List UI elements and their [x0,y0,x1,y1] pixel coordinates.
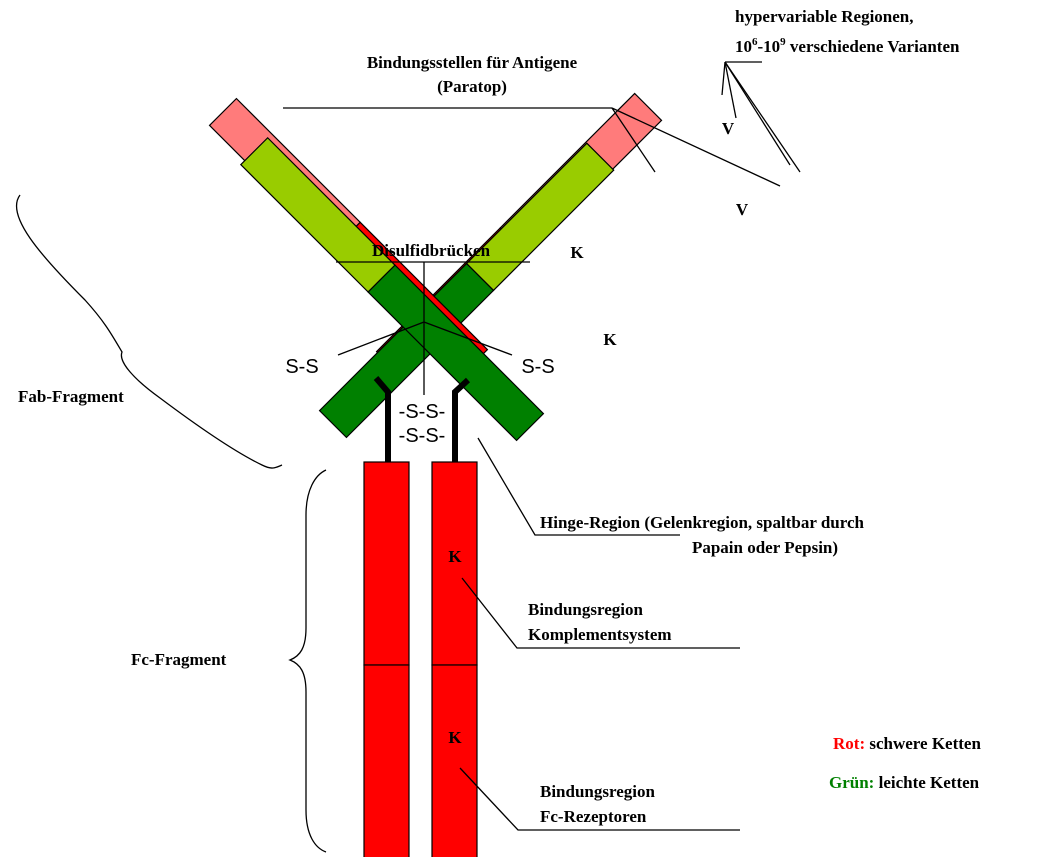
paratop-label-line2: (Paratop) [437,77,507,96]
legend-green-value: leichte Ketten [874,773,979,792]
legend-red: Rot: schwere Ketten [833,734,981,753]
fc-right-lower [432,665,477,857]
segment-v-right-light: V [736,200,749,219]
paratop-label-line1: Bindungsstellen für Antigene [367,53,578,72]
disulfid-label: Disulfidbrücken [372,241,491,260]
segment-k-right-heavy: K [570,243,584,262]
hypervariable-suffix: verschiedene Varianten [786,37,960,56]
segment-k-fc-lower: K [448,728,462,747]
hypervariable-mid: -10 [758,37,781,56]
fc-rezeptoren-label-line1: Bindungsregion [540,782,656,801]
hinge-right [455,380,468,463]
segment-k-fc-upper: K [448,547,462,566]
fc-left-upper [364,462,409,665]
legend-red-key: Rot: [833,734,865,753]
fc-left-lower [364,665,409,857]
fab-brace [16,195,282,468]
fab-fragment-label: Fab-Fragment [18,387,124,406]
left-light-variable [467,143,614,290]
paratop-leader [283,108,780,186]
komplement-label-line2: Komplementsystem [528,625,672,644]
hypervariable-line1: hypervariable Regionen, [735,7,914,26]
disulfide-right-arm: S-S [521,356,554,378]
legend-green: Grün: leichte Ketten [829,773,980,792]
disulfide-left-arm: S-S [285,356,318,378]
legend-green-key: Grün: [829,773,874,792]
fc-brace [290,470,326,852]
legend-red-value: schwere Ketten [865,734,981,753]
segment-k-right-light: K [603,330,617,349]
disulfide-hinge-upper: -S-S- [399,401,446,423]
hinge-label-line2: Papain oder Pepsin) [692,538,838,557]
right-light-variable [241,138,395,292]
hypervariable-leader [722,62,800,172]
hypervariable-label: hypervariable Regionen, [735,7,914,26]
fc-fragment-label: Fc-Fragment [131,650,227,669]
hypervariable-prefix: 10 [735,37,752,56]
right-light-chain [241,138,544,441]
hinge-label-line1: Hinge-Region (Gelenkregion, spaltbar dur… [540,513,865,532]
segment-v-right-heavy: V [722,119,735,138]
hypervariable-label-line2: 106-109 verschiedene Varianten [735,36,960,56]
fc-rezeptoren-label-line2: Fc-Rezeptoren [540,807,647,826]
left-light-chain [320,143,614,437]
komplement-label-line1: Bindungsregion [528,600,644,619]
disulfide-hinge-lower: -S-S- [399,425,446,447]
